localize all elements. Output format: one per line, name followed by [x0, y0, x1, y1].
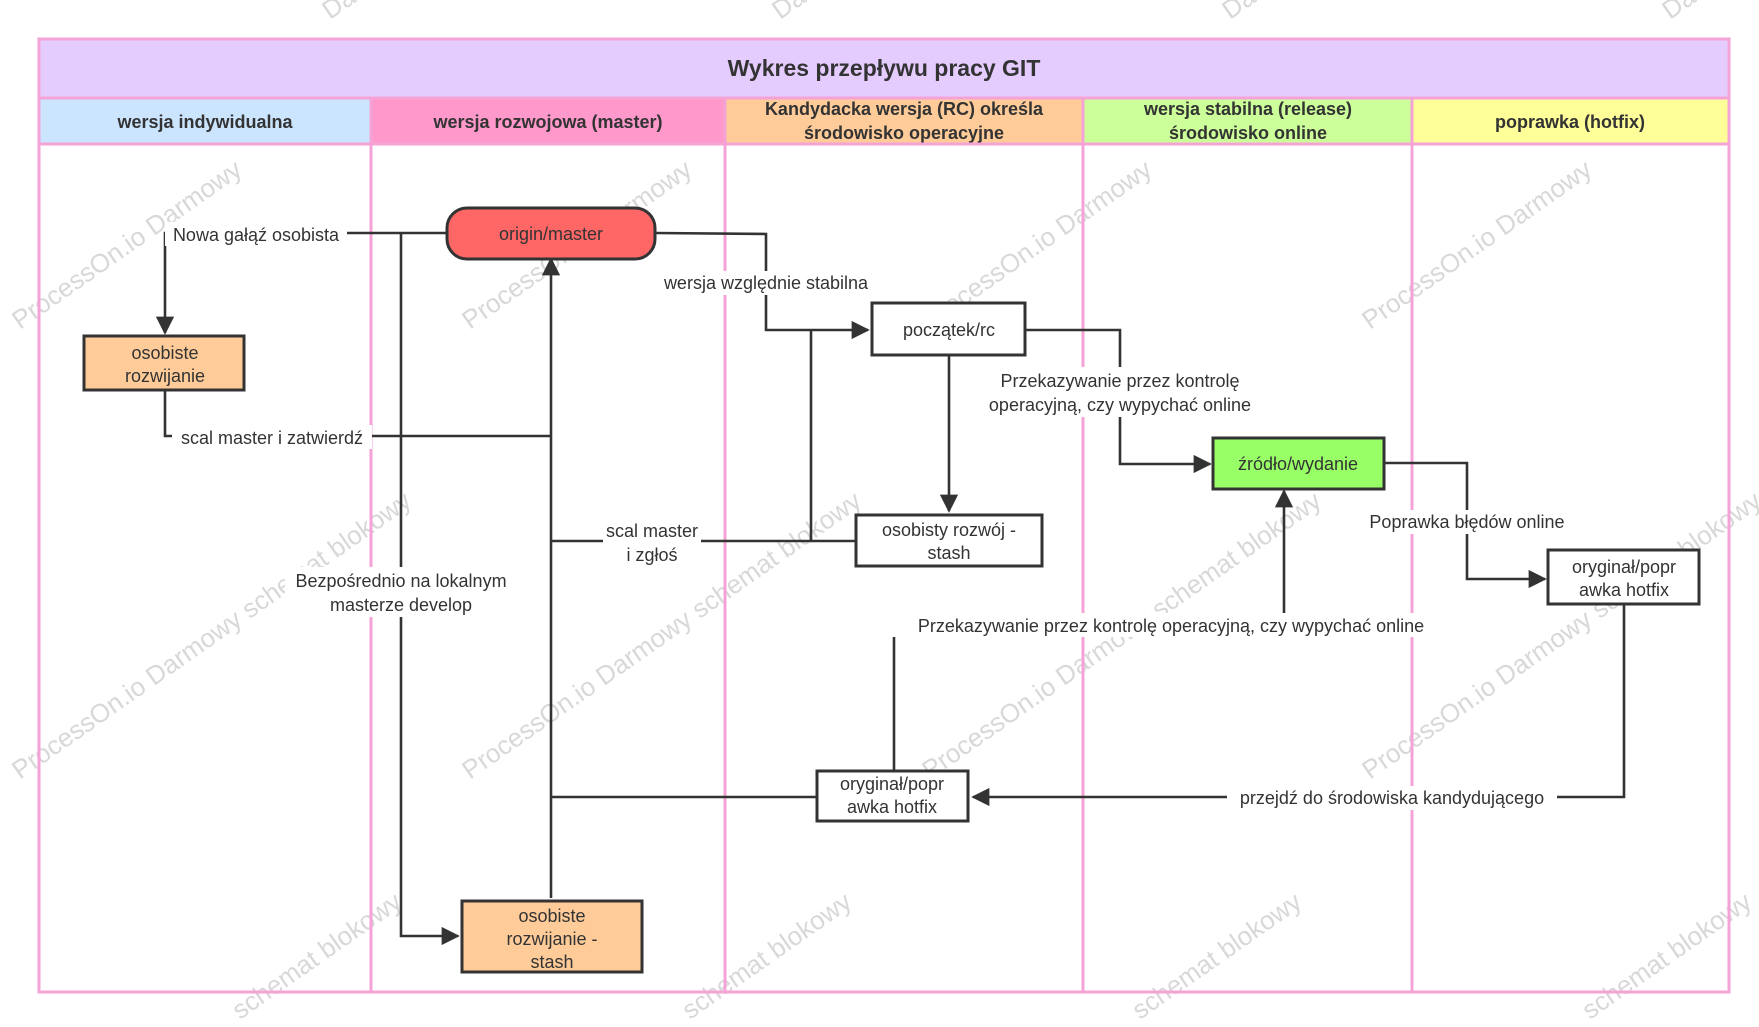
label-bg [285, 567, 517, 617]
watermark-text: Darmowy [316, 0, 423, 25]
label-ops-control-long: Przekazywanie przez kontrolę operacyjną,… [918, 616, 1424, 636]
personal-dev-stash-label-line3: stash [530, 952, 573, 972]
source-release-shape[interactable] [1211, 436, 1386, 491]
personal-dev-shape[interactable] [82, 334, 246, 392]
label-goto-candidate: przejdź do środowiska kandydującego [1240, 788, 1544, 808]
watermark-text: ProcessOn.io Darmowy [1356, 154, 1597, 335]
lane-label-master: wersja rozwojowa (master) [432, 112, 662, 132]
personal-dev-stash-label: osobiste [518, 906, 585, 926]
label-merge-commit: scal master i zatwierdź [181, 428, 363, 448]
hotfix-orig-mid-label-line2: awka hotfix [847, 797, 937, 817]
label-bg [172, 425, 372, 449]
node-personal-stash[interactable]: osobisty rozwój - stash [854, 513, 1044, 568]
hotfix-orig-mid-label: oryginał/popr [840, 774, 944, 794]
node-hotfix-orig-right[interactable]: oryginał/popr awka hotfix [1546, 548, 1701, 606]
label-direct-local-line2: masterze develop [330, 595, 472, 615]
label-bg [892, 613, 1450, 637]
node-personal-dev[interactable]: osobiste rozwijanie [82, 334, 246, 392]
hotfix-orig-right-label: oryginał/popr [1572, 557, 1676, 577]
edge-direct-local [399, 233, 460, 946]
personal-dev-label-line2: rozwijanie [125, 366, 205, 386]
lane-header-individual [37, 96, 373, 146]
node-origin-master[interactable]: origin/master [445, 206, 657, 261]
node-source-release[interactable]: źródło/wydanie [1211, 436, 1386, 491]
watermark-text: Darmowy [1216, 0, 1323, 25]
lane-label-individual: wersja indywidualna [116, 112, 293, 132]
lane-header-rc [723, 96, 1085, 146]
origin-master-label: origin/master [499, 224, 603, 244]
hotfix-orig-right-label-line2: awka hotfix [1579, 580, 1669, 600]
node-hotfix-orig-mid[interactable]: oryginał/popr awka hotfix [815, 769, 970, 823]
personal-dev-stash-label-line2: rozwijanie - [506, 929, 597, 949]
label-ops-control-line2: operacyjną, czy wypychać online [989, 395, 1251, 415]
label-bg [972, 367, 1268, 417]
label-bg [165, 222, 347, 246]
hotfix-orig-mid-shape[interactable] [815, 769, 970, 823]
personal-stash-shape[interactable] [854, 513, 1044, 568]
watermark-text: ProcessOn.io Darmowy schemat blokowy [6, 485, 416, 785]
lane-label-hotfix: poprawka (hotfix) [1495, 112, 1645, 132]
hotfix-orig-right-shape[interactable] [1546, 548, 1701, 606]
label-bg [652, 271, 880, 295]
lane-label-rc-line2: środowisko operacyjne [804, 123, 1004, 143]
watermark-text: schemat blokowy [226, 886, 407, 1025]
label-relatively-stable: wersja względnie stabilna [663, 273, 869, 293]
edge-labels: Nowa gałąź osobista scal master i zatwie… [165, 222, 1575, 810]
personal-dev-label: osobiste [131, 343, 198, 363]
node-start-rc[interactable]: początek/rc [870, 301, 1027, 357]
edge-goto-candidate [971, 605, 1626, 807]
label-new-branch: Nowa gałąź osobista [173, 225, 340, 245]
watermark-text: Darmowy [766, 0, 873, 25]
watermark-text: schemat blokowy [676, 886, 857, 1025]
label-bg [1359, 510, 1575, 534]
label-bg [1227, 786, 1557, 810]
label-merge-report: scal master [606, 521, 698, 541]
label-online-bugfix: Poprawka błędów online [1369, 512, 1564, 532]
lane-label-release: wersja stabilna (release) [1143, 99, 1352, 119]
start-rc-shape[interactable] [870, 301, 1027, 357]
lane-label-rc: Kandydacka wersja (RC) określa [765, 99, 1044, 119]
personal-dev-stash-shape[interactable] [460, 899, 644, 974]
edge-new-branch [155, 231, 447, 335]
lane-label-release-line2: środowisko online [1169, 123, 1327, 143]
watermark-text: Darmowy [1656, 0, 1759, 25]
edge-merge-commit [163, 390, 551, 438]
source-release-label: źródło/wydanie [1238, 454, 1358, 474]
start-rc-label: początek/rc [903, 320, 995, 340]
label-merge-report-line2: i zgłoś [626, 545, 677, 565]
node-personal-dev-stash[interactable]: osobiste rozwijanie - stash [460, 899, 644, 974]
diagram-title: Wykres przepływu pracy GIT [728, 55, 1041, 81]
label-ops-control: Przekazywanie przez kontrolę [1000, 371, 1239, 391]
watermark-text: schemat blokowy [1126, 886, 1307, 1025]
label-direct-local: Bezpośrednio na lokalnym [295, 571, 506, 591]
personal-stash-label: osobisty rozwój - [882, 520, 1016, 540]
origin-master-shape[interactable] [445, 206, 657, 261]
swimlane-frame [37, 142, 1731, 994]
label-bg [603, 517, 701, 567]
lane-header-hotfix [1410, 96, 1731, 146]
personal-stash-label-line2: stash [927, 543, 970, 563]
